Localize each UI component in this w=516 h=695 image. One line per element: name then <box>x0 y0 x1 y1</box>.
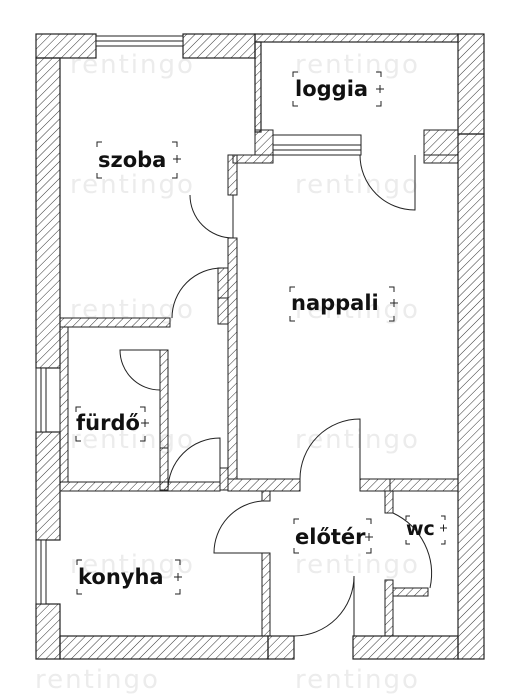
watermark: rentingo <box>295 550 420 580</box>
doors <box>119 154 433 637</box>
windows <box>35 35 362 605</box>
room-label-furdo: fürdő <box>76 411 140 435</box>
room-label-eloter: előtér <box>295 525 366 549</box>
room-label-nappali: nappali <box>291 291 379 315</box>
watermark: rentingo <box>70 425 195 455</box>
watermark: rentingo <box>70 550 195 580</box>
watermark: rentingo <box>70 170 195 200</box>
room-label-konyha: konyha <box>78 565 164 589</box>
room-label-wc: wc <box>406 518 435 540</box>
interior-walls <box>59 129 459 637</box>
watermark: rentingo <box>295 50 420 80</box>
room-label-loggia: loggia <box>295 77 369 101</box>
label-markers <box>75 71 447 595</box>
watermark: rentingo <box>295 425 420 455</box>
watermark: rentingo <box>295 170 420 200</box>
outer-walls <box>35 33 485 660</box>
room-label-szoba: szoba <box>98 148 167 172</box>
watermark: rentingo <box>295 295 420 325</box>
